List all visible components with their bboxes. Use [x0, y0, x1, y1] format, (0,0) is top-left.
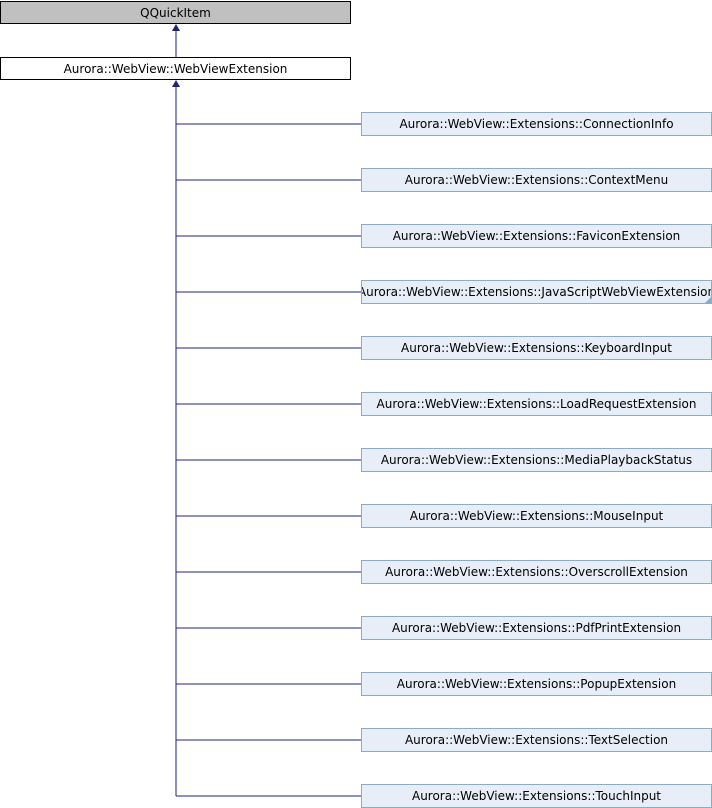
class-node-derived[interactable]: Aurora::WebView::Extensions::PdfPrintExt…: [361, 616, 712, 640]
class-node-label: Aurora::WebView::Extensions::FaviconExte…: [392, 229, 681, 243]
class-node-label: Aurora::WebView::Extensions::MediaPlayba…: [380, 453, 693, 467]
class-node-derived[interactable]: Aurora::WebView::Extensions::ContextMenu: [361, 168, 712, 192]
class-node-derived[interactable]: Aurora::WebView::Extensions::KeyboardInp…: [361, 336, 712, 360]
class-node-derived[interactable]: Aurora::WebView::Extensions::MediaPlayba…: [361, 448, 712, 472]
class-node-label: Aurora::WebView::Extensions::ConnectionI…: [399, 117, 674, 131]
class-node-derived[interactable]: Aurora::WebView::Extensions::TouchInput: [361, 784, 712, 808]
class-node-label: Aurora::WebView::Extensions::PdfPrintExt…: [391, 621, 682, 635]
class-node-derived[interactable]: Aurora::WebView::Extensions::PopupExtens…: [361, 672, 712, 696]
class-node-label: Aurora::WebView::Extensions::TextSelecti…: [404, 733, 669, 747]
class-node-derived[interactable]: Aurora::WebView::Extensions::LoadRequest…: [361, 392, 712, 416]
class-node-label: Aurora::WebView::Extensions::JavaScriptW…: [361, 285, 712, 299]
class-node-derived[interactable]: Aurora::WebView::Extensions::FaviconExte…: [361, 224, 712, 248]
class-node-label: Aurora::WebView::Extensions::KeyboardInp…: [401, 341, 672, 355]
class-node-label: Aurora::WebView::Extensions::LoadRequest…: [376, 397, 697, 411]
class-node-label: QQuickItem: [140, 5, 211, 20]
class-node-label: Aurora::WebView::Extensions::OverscrollE…: [385, 565, 688, 579]
class-node-derived[interactable]: Aurora::WebView::Extensions::ConnectionI…: [361, 112, 712, 136]
class-node-label: Aurora::WebView::Extensions::PopupExtens…: [396, 677, 677, 691]
class-node-base[interactable]: QQuickItem: [0, 1, 351, 24]
arrowhead-current: [172, 80, 180, 87]
class-node-derived[interactable]: Aurora::WebView::Extensions::MouseInput: [361, 504, 712, 528]
more-subclasses-marker: [705, 297, 711, 303]
class-node-label: Aurora::WebView::WebViewExtension: [63, 61, 288, 76]
class-node-derived[interactable]: Aurora::WebView::Extensions::OverscrollE…: [361, 560, 712, 584]
class-node-derived[interactable]: Aurora::WebView::Extensions::JavaScriptW…: [361, 280, 712, 304]
arrowhead-base: [172, 24, 180, 31]
class-node-label: Aurora::WebView::Extensions::TouchInput: [411, 789, 662, 803]
class-node-current[interactable]: Aurora::WebView::WebViewExtension: [0, 57, 351, 80]
class-node-label: Aurora::WebView::Extensions::ContextMenu: [404, 173, 669, 187]
class-node-label: Aurora::WebView::Extensions::MouseInput: [409, 509, 664, 523]
edge-branches: [176, 123, 361, 797]
class-node-derived[interactable]: Aurora::WebView::Extensions::TextSelecti…: [361, 728, 712, 752]
